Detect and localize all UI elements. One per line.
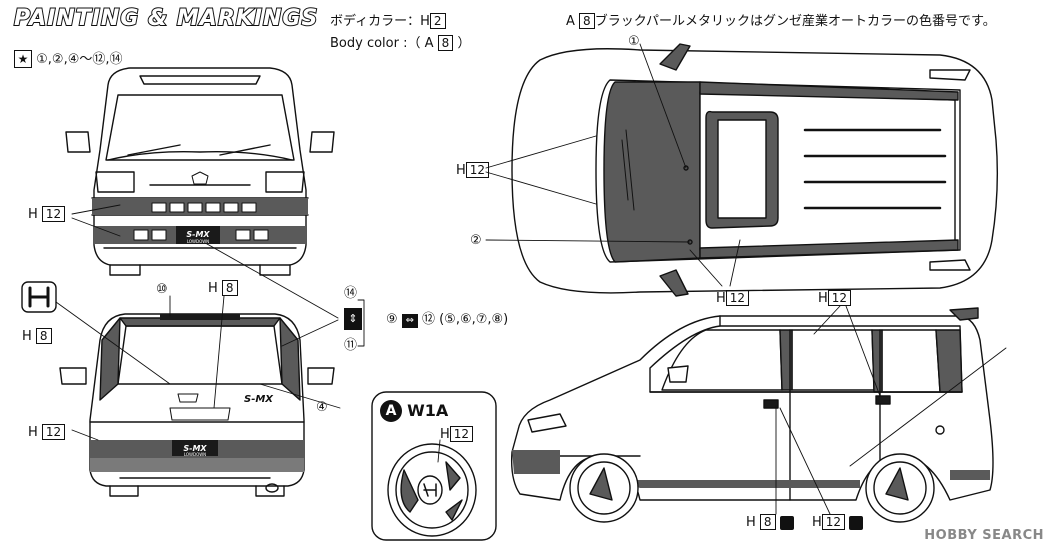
callout-num: 12 — [465, 162, 490, 178]
callout-h: H — [28, 207, 38, 222]
watermark: HOBBY SEARCH — [924, 528, 1044, 543]
callout-9-12-group: ⑨ ⇔ ⑫ (⑤,⑥,⑦,⑧) — [386, 312, 508, 328]
color-note-num: 8 — [579, 13, 595, 29]
callout-h: H — [28, 425, 38, 440]
callout-emblem-h8: H 8 — [22, 328, 52, 345]
side-view — [510, 307, 994, 523]
decal-star-list: ★ ①,②,④～⑫,⑭ — [14, 50, 123, 68]
callout-14: ⑭ — [344, 286, 358, 301]
body-color-en: Body color :（ A 8 ） — [330, 32, 470, 51]
body-color-en-label: Body color :（ — [330, 36, 421, 51]
left-right-arrow-icon: ⇔ — [401, 314, 418, 328]
pattern-swatch-icon — [849, 515, 864, 530]
callout-h: H — [22, 329, 32, 344]
front-decal-lowdown: LOWDOWN — [187, 239, 209, 244]
rear-view — [59, 313, 335, 497]
rear-hatch-smx: S-MX — [244, 394, 274, 405]
callout-h: H — [812, 515, 822, 530]
callout-11: ⑪ — [344, 338, 358, 353]
callout-12: ⑫ — [421, 312, 435, 327]
callout-num: 12 — [449, 426, 474, 442]
pattern-swatch-icon — [779, 515, 794, 530]
wheel-view — [371, 391, 497, 541]
callout-num: 12 — [827, 290, 852, 306]
callout-1: ① — [628, 34, 640, 49]
callout-num: 8 — [759, 514, 776, 530]
callout-num: 12 — [821, 514, 846, 530]
star-icon: ★ — [14, 50, 32, 68]
callout-h: H — [746, 515, 756, 530]
h-emblem — [21, 281, 57, 313]
front-view — [65, 67, 335, 276]
top-view — [511, 43, 999, 297]
callout-h: H — [208, 281, 218, 296]
callout-h: H — [456, 163, 466, 178]
callout-front-h12: H 12 — [28, 206, 66, 223]
callout-10: ⑩ — [156, 282, 168, 297]
callout-num: 8 — [35, 328, 52, 344]
rear-decal-lowdown: LOWDOWN — [184, 452, 206, 457]
callout-num: 12 — [41, 424, 66, 440]
up-down-arrow-icon: ⇕ — [344, 308, 362, 330]
wheel-name: W1A — [407, 401, 449, 420]
body-color-en-num: 8 — [437, 35, 454, 51]
callout-h: H — [818, 291, 828, 306]
callout-2: ② — [470, 233, 482, 248]
callout-h: H — [440, 427, 450, 442]
callout-side-h8: H 8 — [746, 514, 794, 531]
callout-h: H — [716, 291, 726, 306]
callout-num: 12 — [41, 206, 66, 222]
callout-num: 12 — [725, 290, 750, 306]
body-color-jp-code: H — [420, 14, 430, 29]
rear-decal-smx: S-MX — [183, 444, 207, 453]
body-color-jp-label: ボディカラー： — [330, 14, 421, 29]
callout-rear-h8: H 8 — [208, 280, 238, 297]
callout-rear-h12: H 12 — [28, 424, 66, 441]
body-color-jp-num: 2 — [429, 13, 446, 29]
body-color-en-close: ） — [457, 36, 471, 51]
decal-star-list-text: ①,②,④～⑫,⑭ — [36, 52, 123, 67]
front-decal-smx: S-MX — [186, 230, 210, 239]
color-note-text: ブラックパールメタリックはグンゼ産業オートカラーの色番号です。 — [594, 14, 996, 29]
callout-4: ④ — [316, 400, 328, 415]
callout-num: 8 — [221, 280, 238, 296]
wheel-label: A W1A — [380, 400, 448, 422]
callout-9: ⑨ — [386, 312, 398, 327]
page-title: PAINTING & MARKINGS — [13, 5, 319, 32]
wheel-badge: A — [380, 400, 402, 422]
callout-alt-list: (⑤,⑥,⑦,⑧) — [439, 312, 509, 327]
body-color-en-code: A — [424, 36, 434, 51]
color-note-code: A — [566, 14, 575, 29]
